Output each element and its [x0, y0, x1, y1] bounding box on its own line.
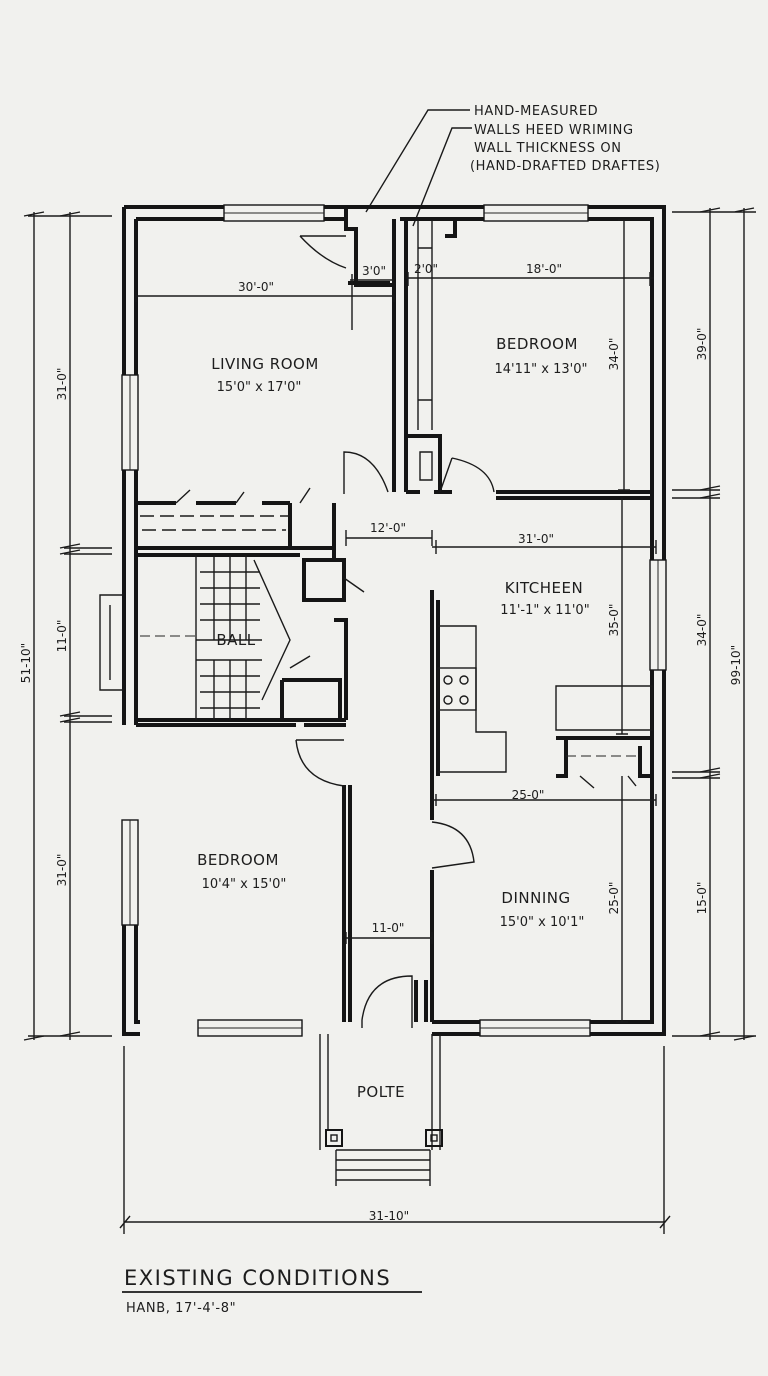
interior-dimensions	[135, 219, 657, 1023]
dim-kitchen-width: 31'-0"	[518, 532, 554, 546]
exterior-walls	[99, 204, 667, 1037]
room-dining-size: 15'0" x 10'1"	[500, 915, 585, 930]
dim-kitchen-height: 35-0"	[607, 604, 621, 637]
dim-right-overall: 99-10"	[729, 645, 743, 685]
room-hall-name: BALL	[216, 631, 255, 649]
room-living-size: 15'0" x 17'0"	[217, 380, 302, 395]
room-kitchen-name: KITCHEEN	[505, 579, 583, 597]
dim-dining-height: 25-0"	[607, 882, 621, 915]
drawing-subtitle: HANB, 17'-4'-8"	[126, 1301, 236, 1316]
dim-closet-a: 3'0"	[362, 264, 386, 278]
note-line-2: WALLS HEED WRIMING	[474, 123, 634, 138]
dim-left-lower: 31-0"	[55, 854, 69, 887]
title-block: EXISTING CONDITIONS HANB, 17'-4'-8"	[122, 1266, 422, 1316]
dim-living-width: 30'-0"	[238, 280, 274, 294]
room-bedroom-ne-size: 14'11" x 13'0"	[495, 362, 588, 377]
interior-walls	[136, 207, 653, 1022]
dimension-labels: 30'-0" 3'0" 2'0" 18'-0" 34-0" 12'-0" 31'…	[19, 262, 743, 1223]
dim-corridor-width: 12'-0"	[370, 521, 406, 535]
room-bedroom-sw-size: 10'4" x 15'0"	[202, 877, 287, 892]
dim-dining-width: 25-0"	[512, 788, 545, 802]
dim-closet-b: 2'0"	[414, 262, 438, 276]
dim-left-upper: 31-0"	[55, 368, 69, 401]
room-dining-name: DINNING	[501, 889, 570, 907]
dim-right-upper: 39-0"	[695, 328, 709, 361]
dim-left-overall: 51-10"	[19, 643, 33, 683]
note-line-4: (HAND-DRAFTED DRAFTES)	[470, 159, 660, 174]
dim-right-lower: 15-0"	[695, 882, 709, 915]
annotation-notes: HAND-MEASURED WALLS HEED WRIMING WALL TH…	[365, 104, 660, 227]
room-kitchen-size: 11'-1" x 11'0"	[500, 603, 589, 618]
room-labels: LIVING ROOM 15'0" x 17'0" BEDROOM 14'11"…	[197, 335, 590, 1101]
dim-right-middle: 34-0"	[695, 614, 709, 647]
dim-bedroom-height: 34-0"	[607, 338, 621, 371]
room-living-name: LIVING ROOM	[211, 355, 319, 373]
dim-entry-width: 11-0"	[372, 921, 405, 935]
note-line-1: HAND-MEASURED	[474, 104, 598, 119]
drawing-title: EXISTING CONDITIONS	[124, 1266, 391, 1290]
porch	[319, 1034, 443, 1186]
room-porch-name: POLTE	[357, 1083, 405, 1101]
exterior-dimensions	[23, 207, 756, 1234]
dim-bottom-overall: 31-10"	[369, 1209, 409, 1223]
room-bedroom-sw-name: BEDROOM	[197, 851, 279, 869]
cooktop	[437, 667, 477, 711]
dim-left-middle: 11-0"	[55, 620, 69, 653]
note-leader-b	[412, 127, 472, 227]
room-bedroom-ne-name: BEDROOM	[496, 335, 578, 353]
note-leader-a	[365, 109, 470, 213]
dim-bedroom-width: 18'-0"	[526, 262, 562, 276]
note-line-3: WALL THICKNESS ON	[474, 141, 622, 156]
door-swings	[295, 235, 495, 1028]
